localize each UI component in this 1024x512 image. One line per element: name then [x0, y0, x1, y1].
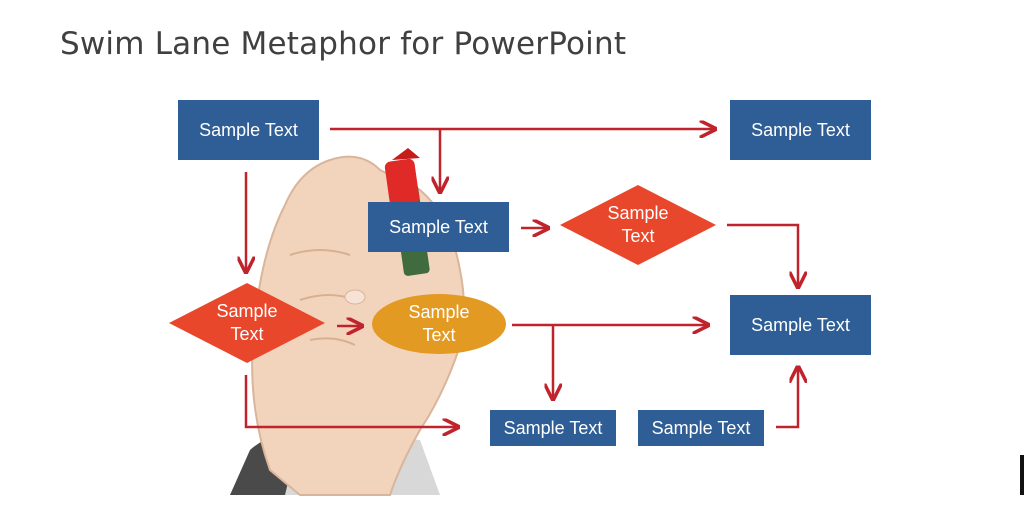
node-sample-text-1: Sample Text [178, 100, 319, 160]
ellipse-line-2: Text [422, 325, 456, 345]
decision-left-line-1: Sample [216, 301, 278, 321]
node-sample-text-4: Sample Text [730, 295, 871, 355]
edge-mark [1020, 455, 1024, 495]
marker-cap [384, 158, 420, 207]
decision-left-label: Sample Text [187, 300, 307, 346]
decision-diamond-top [560, 185, 716, 265]
slide-title: Swim Lane Metaphor for PowerPoint [60, 26, 627, 62]
node-sample-text-5: Sample Text [490, 410, 616, 446]
node-sample-text-2: Sample Text [730, 100, 871, 160]
decision-top-line-2: Text [621, 226, 655, 246]
arrow-d1-to-bottom [244, 375, 458, 427]
arrow-n6-to-n4 [776, 367, 798, 429]
ellipse-label: Sample Text [379, 301, 499, 347]
arrow-d2-to-n4 [727, 223, 798, 287]
fingernail [344, 289, 366, 305]
ellipse-line-1: Sample [408, 302, 470, 322]
node-sample-text-3: Sample Text [368, 202, 509, 252]
decision-left-line-2: Text [230, 324, 264, 344]
connectors [246, 129, 798, 427]
marker-tip [392, 148, 420, 160]
decision-top-line-1: Sample [607, 203, 669, 223]
process-ellipse [372, 294, 506, 354]
decision-diamond-left [169, 283, 325, 363]
decision-top-label: Sample Text [578, 202, 698, 248]
node-sample-text-6: Sample Text [638, 410, 764, 446]
